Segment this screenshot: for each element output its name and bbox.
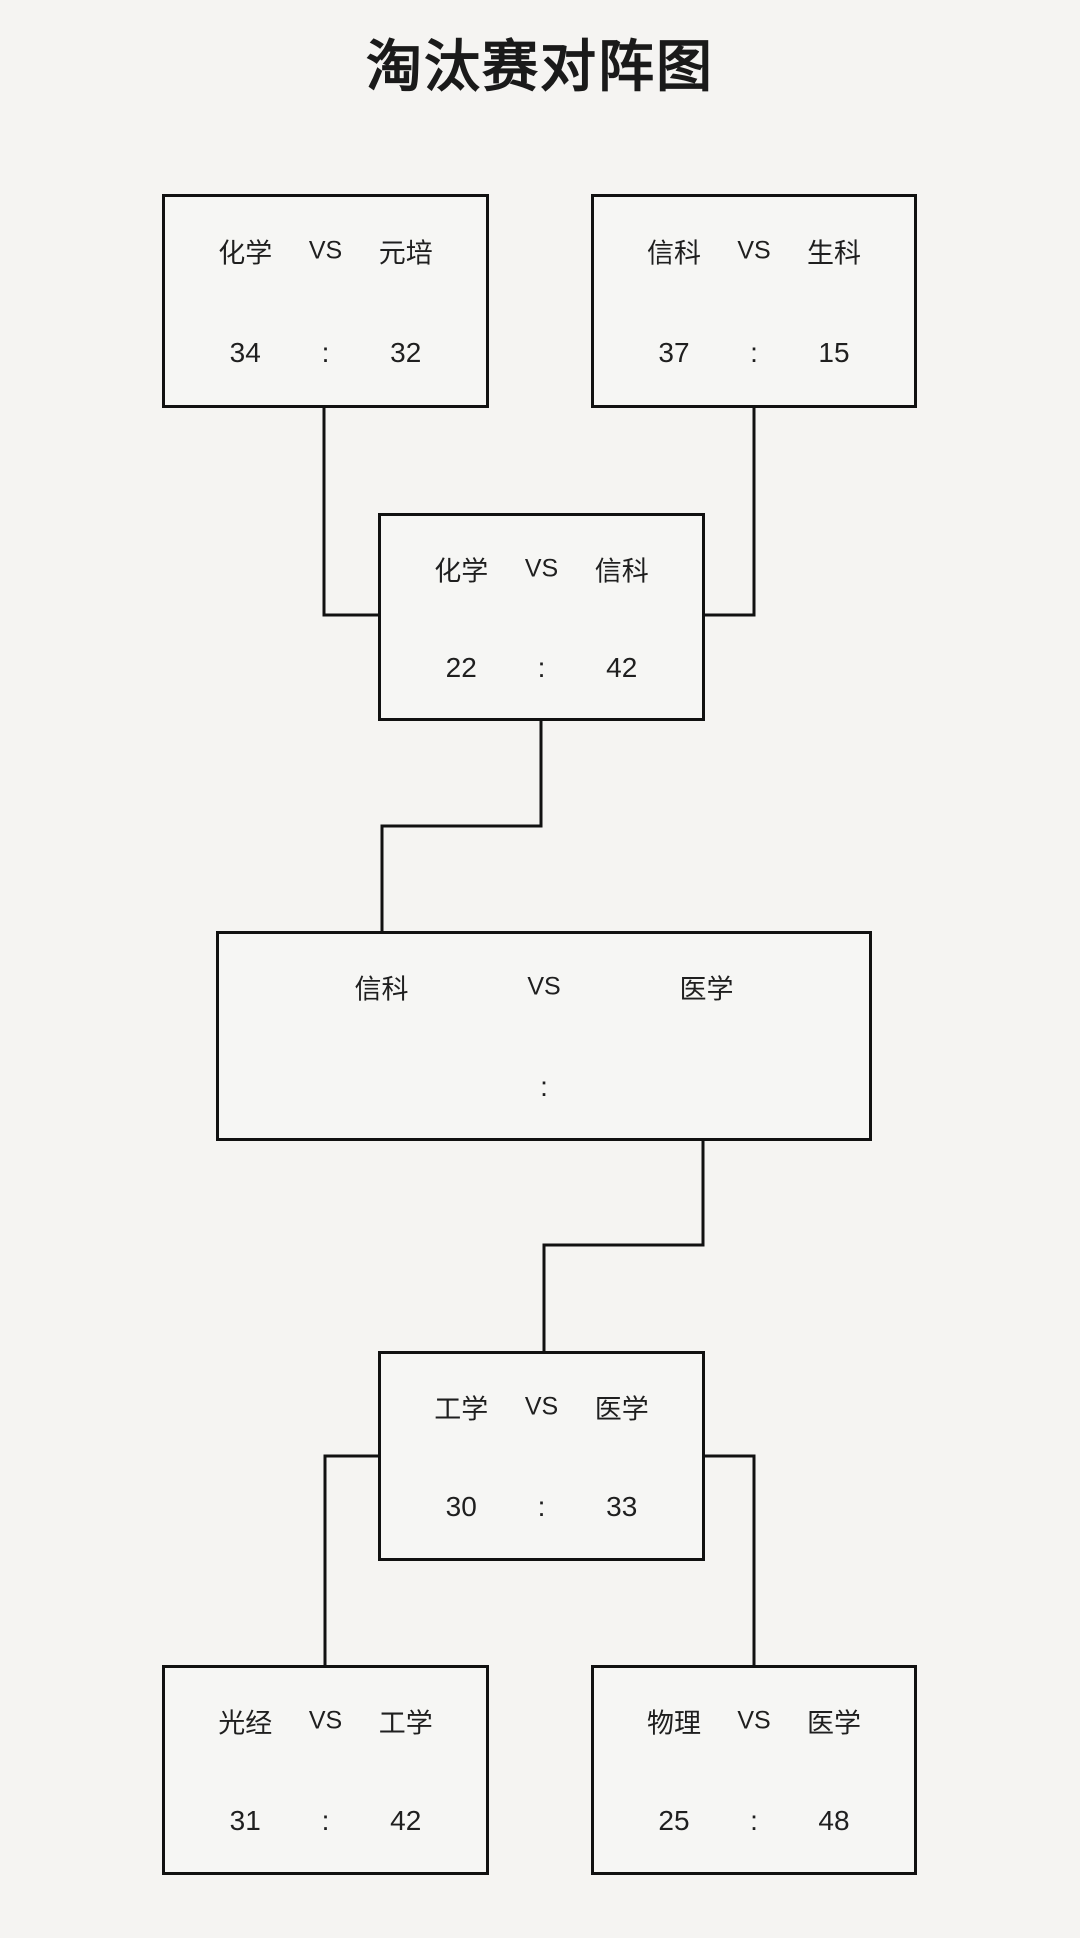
connector-final-to-sf-bottom	[542, 1141, 705, 1351]
vs-label: VS	[524, 554, 559, 583]
match-box-final: 信科 VS 医学 :	[216, 931, 872, 1141]
score-separator: :	[750, 1805, 758, 1836]
team-right: 信科	[594, 556, 649, 587]
score-separator: :	[750, 337, 758, 368]
score-right: 42	[606, 651, 638, 683]
vs-label: VS	[737, 236, 771, 265]
page-title: 淘汰赛对阵图	[366, 35, 714, 98]
team-right: 医学	[594, 1394, 649, 1425]
team-left: 光经	[218, 1708, 273, 1739]
vs-label: VS	[527, 972, 561, 1001]
score-separator: :	[321, 337, 330, 368]
connector-sf-bottom-to-qf-bottom-left	[323, 1454, 378, 1665]
score-left: 25	[658, 1805, 690, 1836]
score-right: 33	[606, 1491, 638, 1522]
match-box-quarterfinal-top-right: 信科 VS 生科 37 : 15	[591, 194, 917, 408]
vs-label: VS	[308, 1706, 343, 1735]
score-right: 15	[818, 337, 850, 368]
vs-label: VS	[308, 236, 343, 265]
connector-sf-top-to-final	[380, 721, 543, 931]
vs-label: VS	[524, 1392, 559, 1421]
connector-qf-top-left-to-sf-top	[322, 408, 378, 617]
team-right: 工学	[378, 1708, 433, 1739]
team-left: 信科	[647, 238, 701, 269]
team-left: 化学	[434, 556, 489, 587]
score-right: 42	[390, 1805, 422, 1836]
match-box-quarterfinal-bottom-left: 光经 VS 工学 31 : 42	[162, 1665, 489, 1875]
score-separator: :	[321, 1805, 330, 1836]
score-left: 34	[229, 337, 261, 368]
team-left: 化学	[218, 238, 273, 269]
score-left: 30	[445, 1491, 477, 1522]
score-right: 48	[818, 1805, 850, 1836]
team-right: 医学	[807, 1708, 861, 1739]
connector-sf-bottom-to-qf-bottom-right	[705, 1454, 756, 1665]
match-box-quarterfinal-bottom-right: 物理 VS 医学 25 : 48	[591, 1665, 917, 1875]
score-separator: :	[540, 1071, 548, 1102]
score-separator: :	[537, 651, 546, 683]
connector-qf-top-right-to-sf-top	[705, 408, 756, 617]
team-right: 生科	[807, 238, 861, 269]
team-left: 信科	[354, 974, 409, 1005]
team-left: 物理	[647, 1708, 701, 1739]
score-left: 37	[658, 337, 690, 368]
team-left: 工学	[434, 1394, 489, 1425]
score-separator: :	[537, 1491, 546, 1522]
team-right: 医学	[679, 974, 734, 1005]
match-box-semifinal-top: 化学 VS 信科 22 : 42	[378, 513, 705, 721]
score-right: 32	[390, 337, 422, 368]
score-left: 22	[445, 651, 477, 683]
team-right: 元培	[378, 238, 433, 269]
vs-label: VS	[737, 1706, 771, 1735]
score-left: 31	[229, 1805, 261, 1836]
match-box-quarterfinal-top-left: 化学 VS 元培 34 : 32	[162, 194, 489, 408]
match-box-semifinal-bottom: 工学 VS 医学 30 : 33	[378, 1351, 705, 1561]
